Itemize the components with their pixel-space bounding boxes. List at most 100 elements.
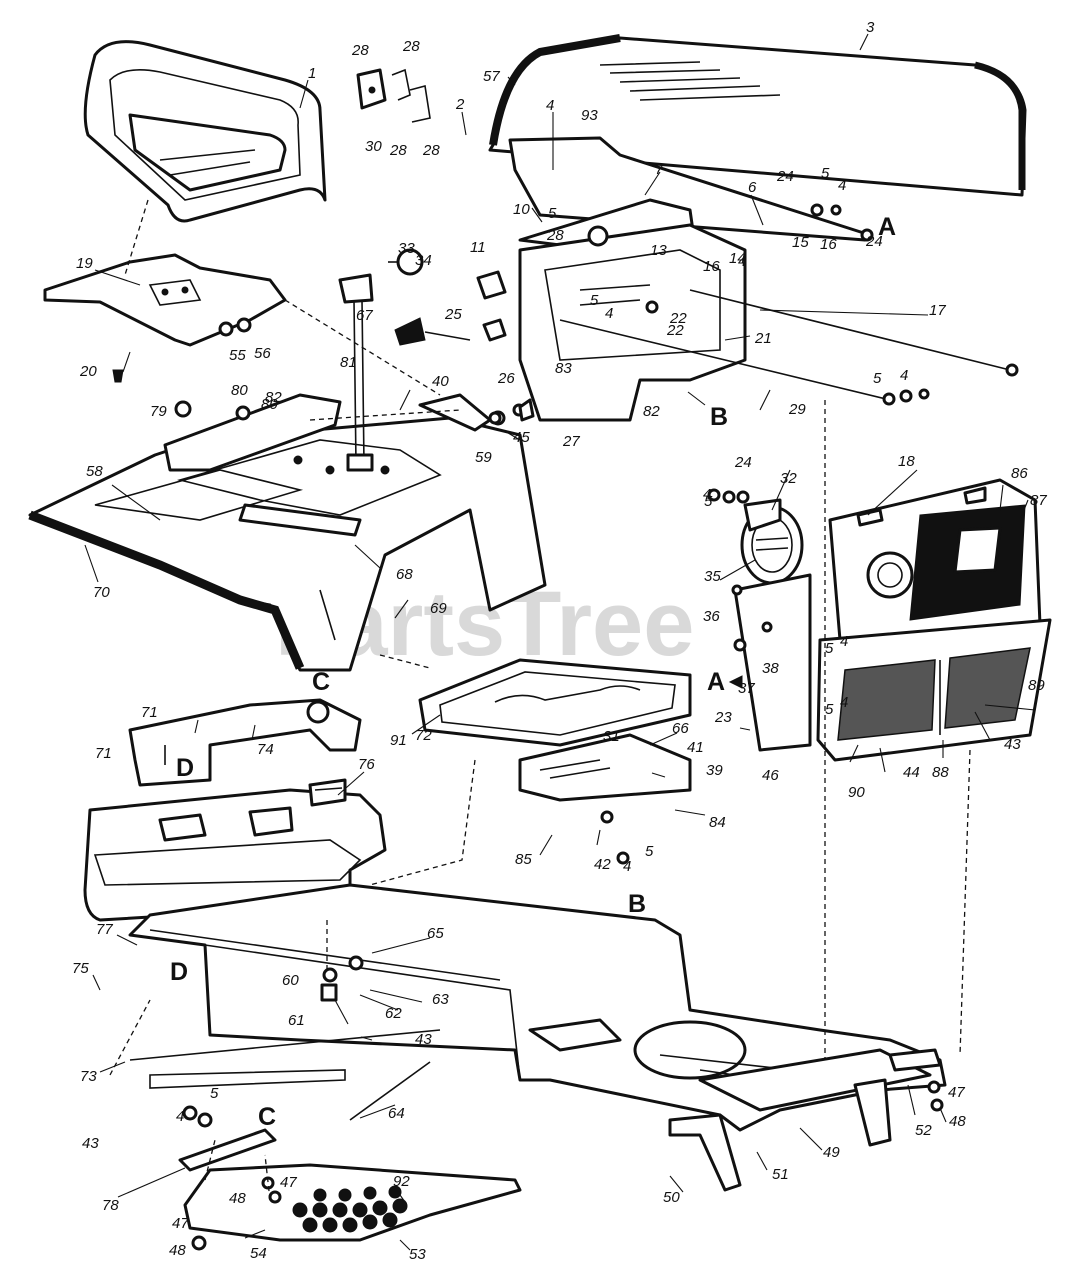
label-83: 83	[555, 360, 572, 377]
label-4: 4	[840, 694, 848, 711]
label-92: 92	[393, 1173, 410, 1190]
small-parts	[388, 248, 507, 346]
label-63: 63	[432, 991, 449, 1008]
label-52: 52	[915, 1122, 932, 1139]
battery-tray	[418, 658, 692, 802]
leader-lines	[84, 33, 1036, 1251]
label-24: 24	[776, 168, 794, 185]
footrest	[178, 1128, 522, 1242]
label-23: 23	[714, 709, 732, 726]
label-4: 4	[738, 253, 746, 270]
label-16: 16	[703, 258, 720, 275]
grille	[733, 478, 1052, 762]
seat-support	[163, 273, 374, 472]
label-93: 93	[581, 107, 598, 124]
label-5: 5	[873, 370, 882, 387]
label-84: 84	[709, 814, 726, 831]
fender	[28, 416, 547, 672]
control-rods	[559, 289, 1019, 406]
label-34: 34	[415, 252, 432, 269]
label-28: 28	[389, 142, 407, 159]
label-89: 89	[1028, 677, 1045, 694]
label-3: 3	[866, 19, 875, 36]
label-77: 77	[96, 921, 113, 938]
alignment-lines	[109, 199, 971, 1201]
fasteners	[112, 203, 944, 1251]
label-4: 4	[838, 177, 846, 194]
label-2: 2	[455, 96, 465, 113]
label-68: 68	[396, 566, 413, 583]
label-6: 6	[748, 179, 757, 196]
switch-clips	[356, 68, 431, 123]
label-55: 55	[229, 347, 246, 364]
label-85: 85	[515, 851, 532, 868]
label-4: 4	[546, 97, 554, 114]
label-71: 71	[95, 745, 112, 762]
label-5: 5	[825, 640, 834, 657]
label-31: 31	[603, 728, 620, 745]
label-62: 62	[385, 1005, 402, 1022]
label-54: 54	[250, 1245, 267, 1262]
label-13: 13	[650, 242, 667, 259]
label-18: 18	[898, 453, 915, 470]
hood	[488, 34, 1027, 242]
label-82: 82	[265, 389, 282, 406]
label-7: 7	[655, 161, 664, 178]
label-29: 29	[788, 401, 806, 418]
label-47: 47	[172, 1215, 189, 1232]
label-61: 61	[288, 1012, 305, 1029]
label-59: 59	[475, 449, 492, 466]
label-80: 80	[231, 382, 248, 399]
label-53: 53	[409, 1246, 426, 1263]
label-5: 5	[704, 493, 713, 510]
label-28: 28	[351, 42, 369, 59]
label-64: 64	[388, 1105, 405, 1122]
seat	[83, 40, 327, 223]
label-25: 25	[444, 306, 462, 323]
label-38: 38	[762, 660, 779, 677]
front-brackets	[668, 1048, 942, 1192]
label-20: 20	[79, 363, 97, 380]
ref-c: C	[258, 1103, 276, 1131]
label-39: 39	[706, 762, 723, 779]
label-4: 4	[176, 1108, 184, 1125]
label-58: 58	[86, 463, 103, 480]
label-88: 88	[932, 764, 949, 781]
label-73: 73	[80, 1068, 97, 1085]
label-22: 22	[666, 322, 684, 339]
label-41: 41	[687, 739, 704, 756]
label-19: 19	[76, 255, 93, 272]
label-46: 46	[762, 767, 779, 784]
headlight	[740, 498, 804, 585]
label-44: 44	[903, 764, 920, 781]
label-90: 90	[848, 784, 865, 801]
label-5: 5	[825, 701, 834, 718]
label-72: 72	[415, 727, 432, 744]
label-86: 86	[1011, 465, 1028, 482]
label-5: 5	[548, 205, 557, 222]
label-14: 14	[729, 250, 746, 267]
label-87: 87	[1030, 492, 1047, 509]
label-16: 16	[820, 236, 837, 253]
label-11: 11	[470, 239, 486, 256]
label-24: 24	[865, 233, 883, 250]
label-60: 60	[282, 972, 299, 989]
label-28: 28	[546, 227, 564, 244]
label-48: 48	[169, 1242, 186, 1259]
label-4: 4	[703, 486, 711, 503]
label-47: 47	[948, 1084, 965, 1101]
part-labels: 1 2 3 4 4 4 4 4 4 4 4 4 4 5 5 5 5 5 5 5 …	[72, 19, 1047, 1263]
label-40: 40	[432, 373, 449, 390]
label-66: 66	[672, 720, 689, 737]
dash-panel	[518, 198, 747, 422]
label-65: 65	[427, 925, 444, 942]
label-33: 33	[398, 240, 415, 257]
label-5: 5	[210, 1085, 219, 1102]
label-75: 75	[72, 960, 89, 977]
label-57: 57	[483, 68, 500, 85]
ref-b: B	[710, 403, 728, 431]
label-36: 36	[703, 608, 720, 625]
ref-a-arrow	[728, 675, 743, 689]
label-56: 56	[254, 345, 271, 362]
label-91: 91	[390, 732, 407, 749]
